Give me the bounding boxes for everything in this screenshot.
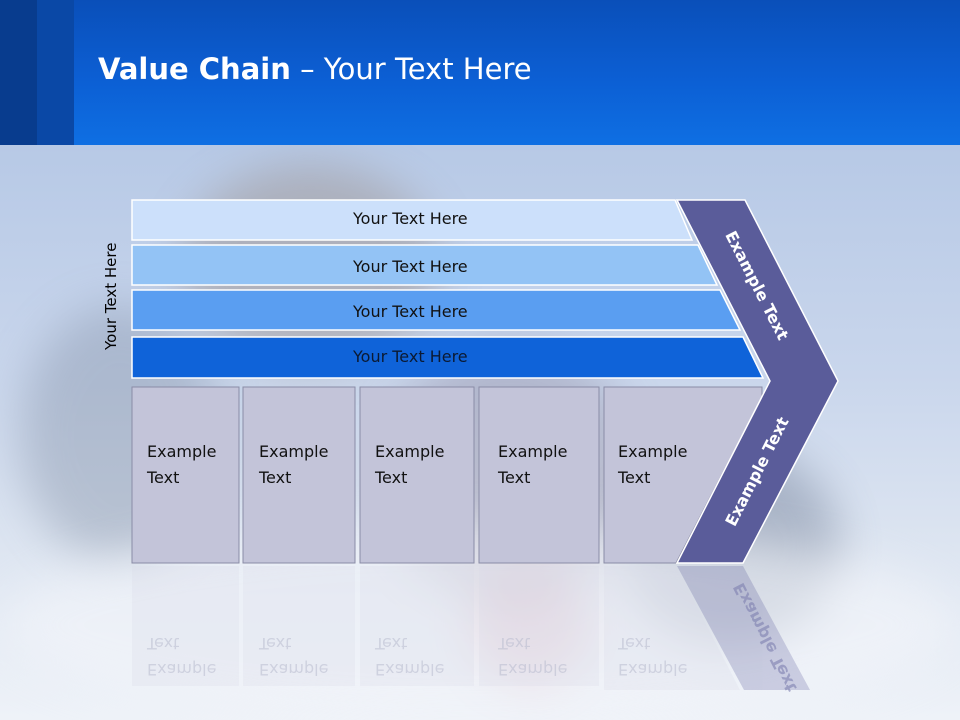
- band-shape-2: [131, 244, 719, 286]
- column-shape-2: [242, 386, 356, 564]
- slide-title: Value Chain – Your Text Here: [98, 52, 532, 86]
- reflection-group: [132, 566, 810, 690]
- column-shape-3: [359, 386, 475, 564]
- column-label-1: Example Text: [147, 442, 217, 487]
- chevron-shape: [675, 199, 839, 564]
- column-shape-4: [478, 386, 600, 564]
- header-stripe-medium: [37, 0, 74, 145]
- column-reflection-4: Example Text: [498, 634, 568, 679]
- band-shape-1: [131, 199, 694, 241]
- column-label-3: Example Text: [375, 442, 445, 487]
- column-reflection-5: Example Text: [618, 634, 688, 679]
- header-stripe-dark: [0, 0, 37, 145]
- title-rest: – Your Text Here: [290, 52, 532, 86]
- band-label-1: Your Text Here: [353, 209, 468, 228]
- title-bold: Value Chain: [98, 52, 291, 86]
- column-label-4: Example Text: [498, 442, 568, 487]
- band-shape-3: [131, 289, 742, 331]
- column-label-2: Example Text: [259, 442, 329, 487]
- column-reflection-1: Example Text: [147, 634, 217, 679]
- band-label-4: Your Text Here: [353, 347, 468, 366]
- column-reflection-2: Example Text: [259, 634, 329, 679]
- column-shape-1: [131, 386, 240, 564]
- band-label-3: Your Text Here: [353, 302, 468, 321]
- column-label-5: Example Text: [618, 442, 688, 487]
- band-shape-4: [131, 336, 765, 379]
- column-reflection-3: Example Text: [375, 634, 445, 679]
- header-bar: Value Chain – Your Text Here: [0, 0, 960, 145]
- band-label-2: Your Text Here: [353, 257, 468, 276]
